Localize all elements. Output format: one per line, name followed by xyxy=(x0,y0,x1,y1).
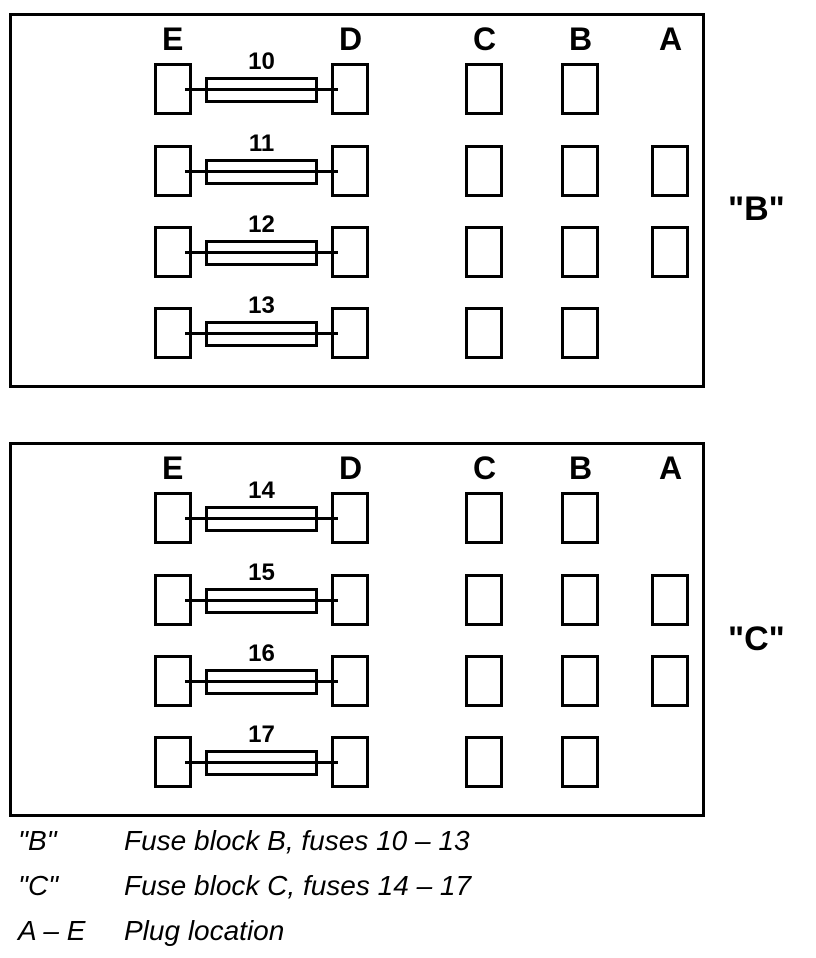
fuse-lead xyxy=(185,761,338,764)
fuse-number: 17 xyxy=(248,721,275,748)
fuse-number: 13 xyxy=(248,292,275,319)
plug-a xyxy=(651,145,689,197)
legend-key: A – E xyxy=(18,915,86,946)
column-label-a: A xyxy=(659,21,683,57)
fuse-number: 12 xyxy=(248,211,275,238)
legend-text: Fuse block B, fuses 10 – 13 xyxy=(124,825,470,856)
legend-text: Plug location xyxy=(124,915,285,946)
column-label-c: C xyxy=(473,21,497,57)
column-label-e: E xyxy=(162,450,184,486)
legend-key: "C" xyxy=(18,870,59,901)
plug-b xyxy=(561,63,599,115)
fuse-lead xyxy=(185,680,338,683)
column-label-b: B xyxy=(569,450,593,486)
plug-b xyxy=(561,492,599,544)
plug-c xyxy=(465,655,503,707)
plug-c xyxy=(465,492,503,544)
column-label-d: D xyxy=(339,450,363,486)
plug-c xyxy=(465,574,503,626)
plug-c xyxy=(465,307,503,359)
plug-c xyxy=(465,736,503,788)
fuse-number: 11 xyxy=(248,130,275,157)
column-label-e: E xyxy=(162,21,184,57)
fuse-number: 16 xyxy=(248,640,275,667)
fuse-block-c xyxy=(9,442,705,817)
fuse-number: 14 xyxy=(248,477,275,504)
fuse-lead xyxy=(185,88,338,91)
fuse-lead xyxy=(185,332,338,335)
plug-a xyxy=(651,574,689,626)
plug-c xyxy=(465,145,503,197)
column-label-a: A xyxy=(659,450,683,486)
plug-b xyxy=(561,655,599,707)
fuse-block-b xyxy=(9,13,705,388)
plug-c xyxy=(465,226,503,278)
column-label-d: D xyxy=(339,21,363,57)
fuse-lead xyxy=(185,599,338,602)
block-c-side-label: "C" xyxy=(728,620,785,658)
legend-text: Fuse block C, fuses 14 – 17 xyxy=(124,870,472,901)
plug-a xyxy=(651,655,689,707)
plug-b xyxy=(561,145,599,197)
fuse-lead xyxy=(185,251,338,254)
fuse-lead xyxy=(185,517,338,520)
plug-b xyxy=(561,307,599,359)
legend-key: "B" xyxy=(18,825,57,856)
plug-a xyxy=(651,226,689,278)
plug-b xyxy=(561,736,599,788)
fuse-lead xyxy=(185,170,338,173)
column-label-c: C xyxy=(473,450,497,486)
block-b-side-label: "B" xyxy=(728,190,785,228)
column-label-b: B xyxy=(569,21,593,57)
fuse-number: 10 xyxy=(248,48,275,75)
fuse-number: 15 xyxy=(248,559,275,586)
plug-b xyxy=(561,226,599,278)
plug-c xyxy=(465,63,503,115)
plug-b xyxy=(561,574,599,626)
